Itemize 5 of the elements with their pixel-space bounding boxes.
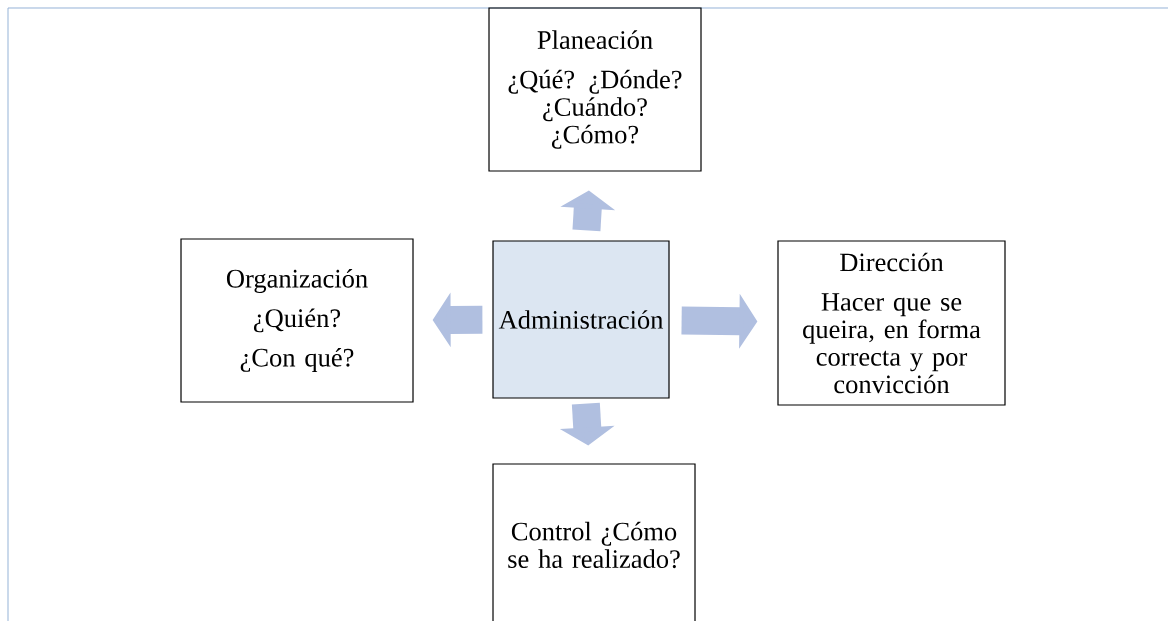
central-box: Administración [492,240,670,399]
process-box: Control ¿Cómo se ha realizado? [492,463,696,621]
process-box: Planeación ¿Qúé? ¿Dónde? ¿Cuándo? ¿Cómo? [488,7,702,172]
process-box: Organización ¿Quién? ¿Con qué? [180,238,414,403]
process-box: Dirección Hacer que se queira, en forma correcta y por convicción [777,240,1006,406]
